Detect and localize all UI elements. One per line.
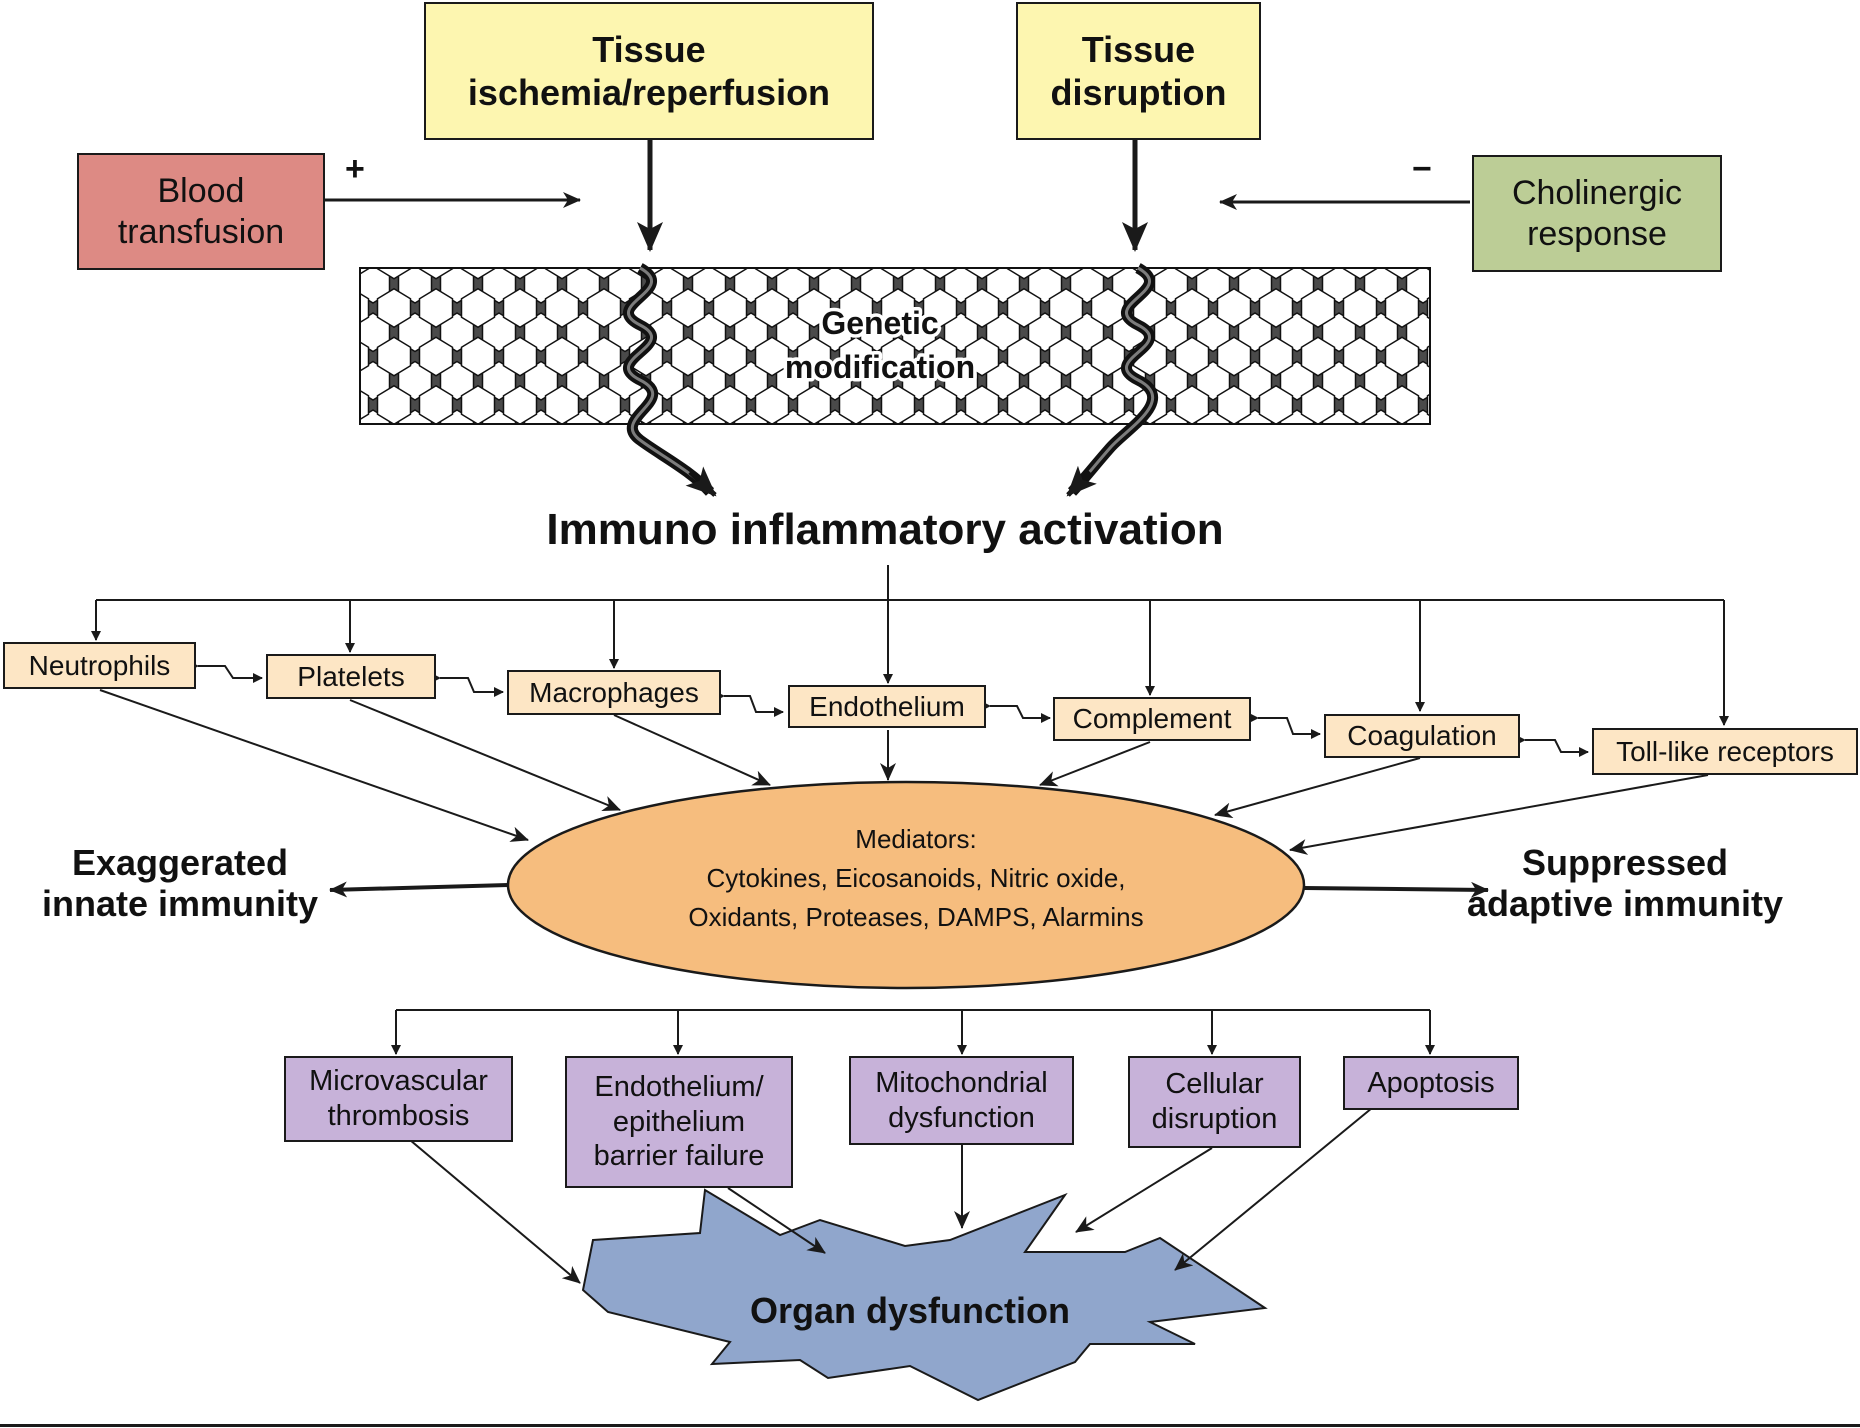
bottom-rule (0, 1424, 1860, 1427)
genetic-wave-left (623, 263, 715, 496)
adaptive-line2: adaptive immunity (1466, 883, 1784, 925)
tissue-ischemia-line1: Tissue (592, 28, 706, 70)
arrow-complement-mediators (1039, 741, 1151, 787)
arrow-innate (329, 881, 509, 898)
outcome-box-microvascular: Microvascular thrombosis (284, 1056, 513, 1142)
arrow-toll-mediators (1289, 774, 1709, 855)
tissue-disruption-line2: disruption (1050, 72, 1227, 113)
tissue-ischemia-line2: ischemia/reperfusion (467, 72, 831, 113)
minus-sign: − (1412, 150, 1432, 188)
arrow-wave-right (1066, 465, 1097, 497)
blood-transfusion-box: Blood transfusion (77, 153, 325, 270)
activation-title: Immuno inflammatory activation (546, 505, 1224, 554)
arrow-coagulation-mediators (1214, 757, 1421, 819)
arrow-neutrophils-mediators (99, 689, 529, 842)
outcome3-line1: Mitochondrial (875, 1066, 1048, 1099)
link-complement-coagulation (1249, 713, 1321, 739)
link-endothelium-complement (981, 701, 1051, 723)
mediators-line2: Cytokines, Eicosanoids, Nitric oxide, (706, 863, 1125, 893)
outcome3-line2: dysfunction (888, 1101, 1035, 1134)
outcome-box-apoptosis: Apoptosis (1343, 1056, 1519, 1110)
tissue-disruption-line1: Tissue (1081, 28, 1196, 70)
organ-burst (581, 1188, 1268, 1402)
outcome-box-mitochondrial: Mitochondrial dysfunction (849, 1056, 1074, 1145)
blood-transfusion-line1: Blood (157, 171, 245, 210)
cell-box-complement: Complement (1053, 697, 1251, 741)
adaptive-immunity-label: Suppressed adaptive immunity (1440, 842, 1810, 925)
outcome4-line2: disruption (1151, 1103, 1278, 1135)
outcome4-line1: Cellular (1165, 1068, 1264, 1101)
outcome1-line1: Microvascular (309, 1065, 488, 1098)
tissue-ischemia-box: Tissue ischemia/reperfusion (424, 2, 874, 140)
cell-box-neutrophils: Neutrophils (3, 642, 196, 689)
mediators-line3: Oxidants, Proteases, DAMPS, Alarmins (688, 902, 1143, 932)
link-macrophages-endothelium (715, 691, 784, 717)
arrow-outcome4-organ (1075, 1147, 1213, 1233)
mediators-line1: Mediators: (855, 824, 976, 854)
innate-line2: innate immunity (41, 883, 319, 925)
outcome-box-barrier-failure: Endothelium/ epithelium barrier failure (565, 1056, 793, 1188)
cell-box-toll-like-receptors: Toll-like receptors (1592, 728, 1858, 775)
organ-label: Organ dysfunction (750, 1290, 1070, 1331)
cell-box-macrophages: Macrophages (507, 670, 721, 715)
cell-box-endothelium: Endothelium (788, 685, 986, 728)
genetic-wave-right (1067, 263, 1159, 496)
outcome2-line2: epithelium (612, 1105, 746, 1138)
arrow-platelets-mediators (349, 699, 621, 811)
adaptive-line1: Suppressed (1521, 842, 1729, 883)
genetic-label-line1: Genetic (821, 305, 938, 341)
outcome2-line3: barrier failure (593, 1140, 765, 1173)
arrow-wave-left (685, 466, 717, 497)
innate-line1: Exaggerated (71, 842, 289, 883)
cell-box-coagulation: Coagulation (1324, 714, 1520, 758)
cholinergic-response-box: Cholinergic response (1472, 155, 1722, 272)
innate-immunity-label: Exaggerated innate immunity (30, 842, 330, 925)
blood-transfusion-line2: transfusion (117, 212, 285, 251)
arrow-adaptive (1303, 881, 1489, 898)
link-neutrophils-platelets (189, 661, 263, 683)
plus-sign: + (345, 150, 365, 188)
arrow-macrophages-mediators (613, 714, 771, 786)
outcome1-line2: thrombosis (327, 1100, 470, 1132)
outcome-box-cellular: Cellular disruption (1128, 1056, 1301, 1148)
link-coagulation-toll (1516, 735, 1589, 757)
genetic-label-line2: modification (785, 349, 975, 385)
cell-box-platelets: Platelets (266, 654, 436, 699)
tissue-disruption-box: Tissue disruption (1016, 2, 1261, 140)
link-platelets-macrophages (431, 673, 504, 697)
arrow-outcome2-organ (727, 1187, 826, 1254)
cholinergic-line2: response (1527, 214, 1667, 253)
cholinergic-line1: Cholinergic (1511, 173, 1683, 212)
outcome2-line1: Endothelium/ (594, 1070, 764, 1103)
genetic-mesh-band (359, 267, 1431, 425)
arrow-outcome1-organ (409, 1139, 581, 1284)
arrow-outcome5-organ (1174, 1107, 1373, 1271)
